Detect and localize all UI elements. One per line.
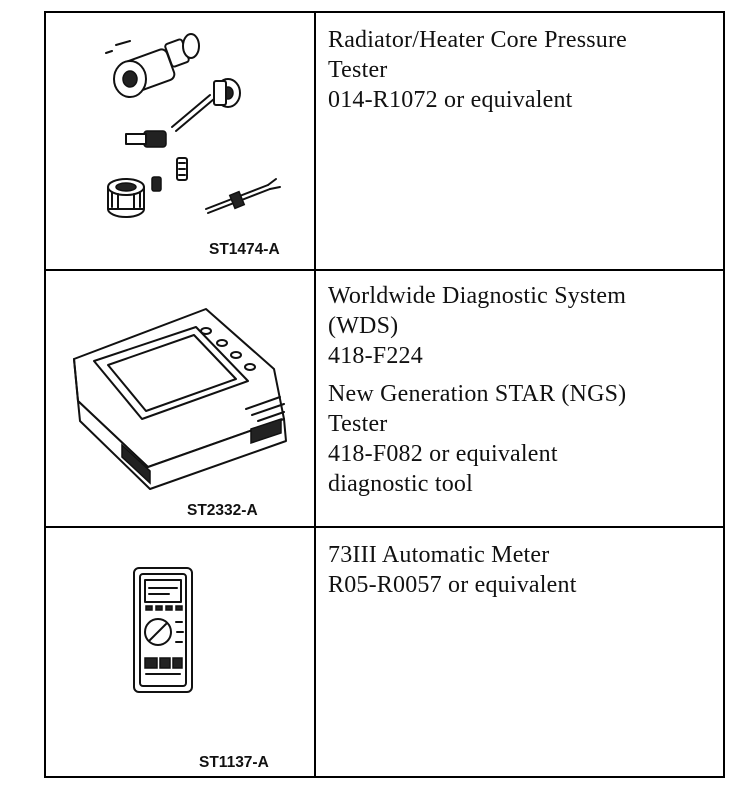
image-code: ST1474-A (209, 241, 280, 258)
tool-description: New Generation STAR (NGS) Tester 418-F08… (328, 381, 627, 497)
tool-image-cell: ST1474-A (46, 13, 316, 269)
special-tools-table: ST1474-A Radiator/Heater Core Pressure T… (44, 11, 725, 778)
image-code: ST2332-A (187, 502, 258, 519)
multimeter-illustration (133, 567, 193, 693)
tool-description-cell: Worldwide Diagnostic System (WDS) 418-F2… (316, 269, 723, 526)
pressure-tester-illustration (68, 33, 281, 218)
tool-image-cell: ST2332-A (46, 269, 316, 526)
tool-row: ST2332-A Worldwide Diagnostic System (WD… (46, 269, 723, 528)
tool-row: ST1474-A Radiator/Heater Core Pressure T… (46, 13, 723, 271)
tool-row: ST1137-A 73III Automatic Meter R05-R0057… (46, 528, 723, 778)
tool-image-cell: ST1137-A (46, 528, 316, 778)
tool-description-cell: 73III Automatic Meter R05-R0057 or equiv… (316, 528, 723, 778)
tool-description: Radiator/Heater Core Pressure Tester 014… (328, 27, 628, 113)
tool-description: 73III Automatic Meter R05-R0057 or equiv… (328, 542, 577, 598)
diagnostic-tester-illustration (73, 308, 287, 490)
tool-description-cell: Radiator/Heater Core Pressure Tester 014… (316, 13, 723, 269)
tool-description: Worldwide Diagnostic System (WDS) 418-F2… (328, 283, 627, 369)
image-code: ST1137-A (199, 754, 269, 771)
